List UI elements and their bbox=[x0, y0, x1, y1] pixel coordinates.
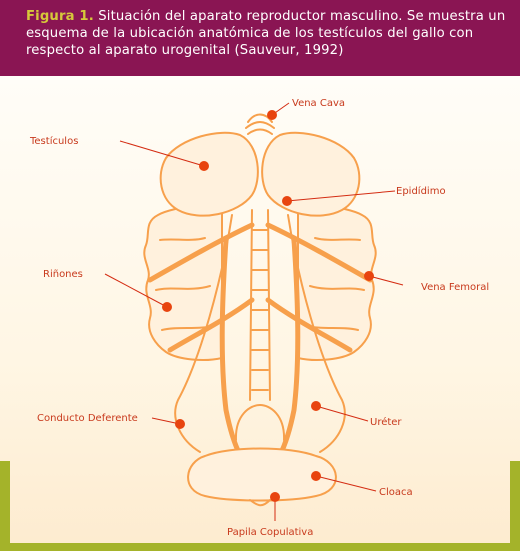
figure-caption: Figura 1. Situación del aparato reproduc… bbox=[26, 8, 508, 59]
leader-dot-rinones bbox=[162, 302, 172, 312]
central-vessel bbox=[249, 209, 271, 401]
ureter-right bbox=[277, 237, 301, 458]
cloaca bbox=[187, 447, 337, 502]
leader-ureter bbox=[315, 405, 369, 422]
accent-bar-bottom bbox=[0, 543, 520, 551]
labels: Vena Cava Testículos Epidídimo Riñones V… bbox=[29, 98, 489, 538]
leader-vena-femoral bbox=[368, 275, 404, 286]
anatomy-drawing bbox=[143, 113, 377, 507]
femoral-vein-right bbox=[265, 222, 373, 283]
label-cloaca: Cloaca bbox=[379, 487, 413, 498]
label-vena-femoral: Vena Femoral bbox=[421, 282, 489, 293]
vas-deferens-right bbox=[287, 214, 346, 453]
caption-header: Figura 1. Situación del aparato reproduc… bbox=[0, 0, 520, 76]
leader-dot-conducto-deferente bbox=[175, 419, 185, 429]
leader-dot-papila bbox=[270, 492, 280, 502]
femoral-vein-left bbox=[147, 222, 255, 283]
kidney-left bbox=[143, 199, 223, 361]
leader-cloaca bbox=[315, 475, 377, 492]
leader-dot-ureter bbox=[311, 401, 321, 411]
label-ureter: Uréter bbox=[370, 416, 402, 428]
accent-bar-left bbox=[0, 461, 10, 551]
label-rinones: Riñones bbox=[43, 269, 83, 280]
renal-vein-left bbox=[167, 297, 255, 353]
testis-left bbox=[159, 131, 259, 217]
label-epididimo: Epidídimo bbox=[396, 185, 446, 197]
lower-loop bbox=[234, 404, 286, 441]
kidney-right bbox=[297, 199, 377, 361]
leader-rinones bbox=[104, 273, 168, 308]
renal-vein-right bbox=[265, 297, 353, 353]
leader-dot-cloaca bbox=[311, 471, 321, 481]
accent-bar-right bbox=[510, 461, 520, 551]
leader-lines bbox=[104, 102, 404, 521]
leader-dot-vena-femoral bbox=[364, 271, 374, 281]
ureter-left bbox=[219, 237, 243, 458]
figure-label: Figura 1. bbox=[26, 9, 94, 24]
central-vessel-rings bbox=[251, 229, 269, 391]
vena-cava bbox=[245, 113, 275, 135]
label-papila-copulativa: Papila Copulativa bbox=[227, 527, 313, 538]
leader-dot-epididimo bbox=[282, 196, 292, 206]
leader-dot-testiculos bbox=[199, 161, 209, 171]
leader-testiculos bbox=[119, 140, 205, 167]
leader-epididimo bbox=[286, 190, 396, 202]
caption-text: Situación del aparato reproductor mascul… bbox=[26, 9, 506, 58]
vas-deferens-left bbox=[174, 214, 233, 453]
label-conducto-deferente: Conducto Deferente bbox=[37, 413, 138, 424]
copulatory-papilla bbox=[249, 499, 271, 507]
label-testiculos: Testículos bbox=[29, 135, 78, 147]
testis-right bbox=[261, 131, 361, 217]
leader-dot-vena-cava bbox=[267, 110, 277, 120]
label-vena-cava: Vena Cava bbox=[292, 98, 345, 109]
